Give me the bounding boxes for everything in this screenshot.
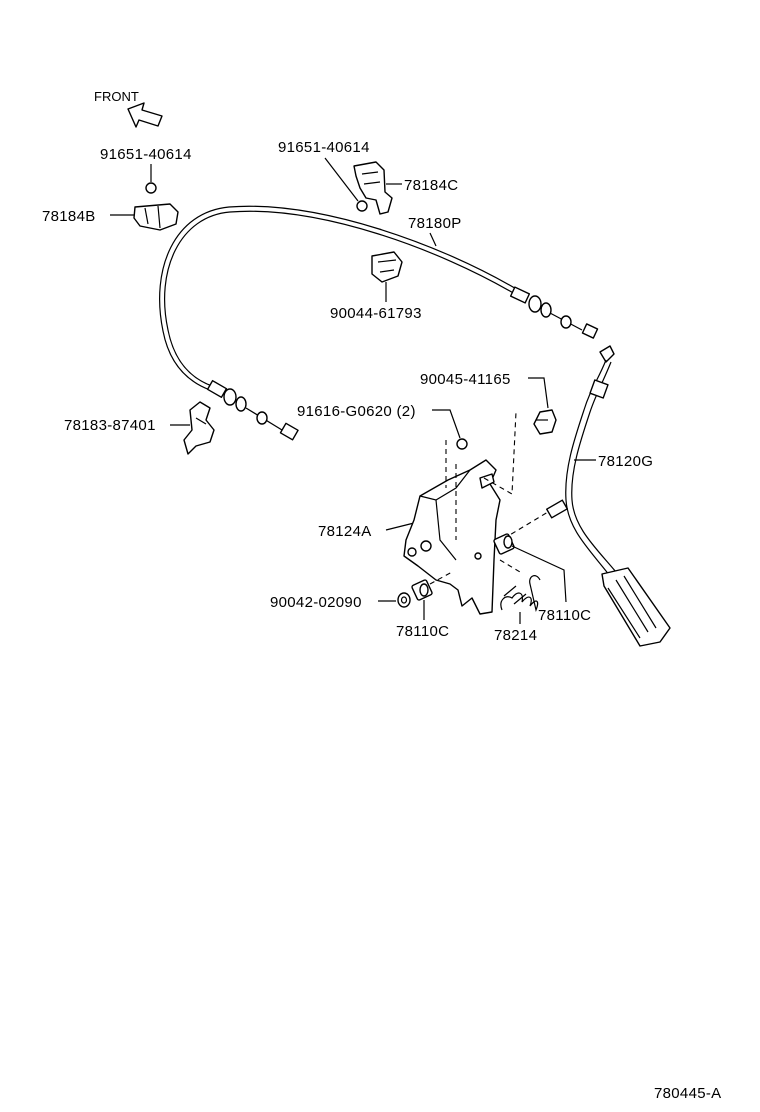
bushing-78110C-right: 78110C xyxy=(493,533,591,624)
nut-90042-02090: 90042-02090 xyxy=(270,592,411,611)
bushing-78110C-left: 78110C xyxy=(396,571,453,640)
label-78184B: 78184B xyxy=(42,208,96,225)
label-91651-40614-left: 91651-40614 xyxy=(100,146,192,163)
label-78180P: 78180P xyxy=(408,215,462,232)
front-label: FRONT xyxy=(94,89,139,104)
label-78110C-right: 78110C xyxy=(538,607,591,624)
clamp-78184B: 78184B 91651-40614 xyxy=(42,146,192,231)
label-90045-41165: 90045-41165 xyxy=(420,371,511,388)
label-91651-40614-right: 91651-40614 xyxy=(278,139,370,156)
label-78214: 78214 xyxy=(494,627,537,644)
bracket-78124A: 78124A xyxy=(318,411,521,615)
stopper-90045-41165: 90045-41165 xyxy=(420,371,557,435)
label-90042-02090: 90042-02090 xyxy=(270,594,362,611)
bolt-91651-left xyxy=(145,182,157,194)
figure-id: 780445-A xyxy=(654,1085,721,1102)
clamp-78183-87401: 78183-87401 xyxy=(64,401,215,455)
bolt-91651-right xyxy=(356,200,368,212)
label-90044-61793: 90044-61793 xyxy=(330,305,422,322)
accelerator-cable-78180P: 78180P xyxy=(159,205,599,441)
label-78183-87401: 78183-87401 xyxy=(64,417,156,434)
clip-90044-61793: 90044-61793 xyxy=(330,251,422,322)
label-78110C-left: 78110C xyxy=(396,623,449,640)
label-78184C: 78184C xyxy=(404,177,458,194)
label-78120G: 78120G xyxy=(598,453,653,470)
clamp-78184C: 91651-40614 78184C xyxy=(278,139,458,215)
front-direction-indicator: FRONT xyxy=(94,89,163,128)
front-arrow-icon xyxy=(127,102,163,128)
label-91616-G0620: 91616-G0620 (2) xyxy=(297,403,416,420)
label-78124A: 78124A xyxy=(318,523,372,540)
accelerator-pedal-78120G: 78120G xyxy=(487,345,671,647)
bolt-91616-G0620: 91616-G0620 (2) xyxy=(297,403,468,450)
spring-78214: 78214 xyxy=(494,575,541,644)
